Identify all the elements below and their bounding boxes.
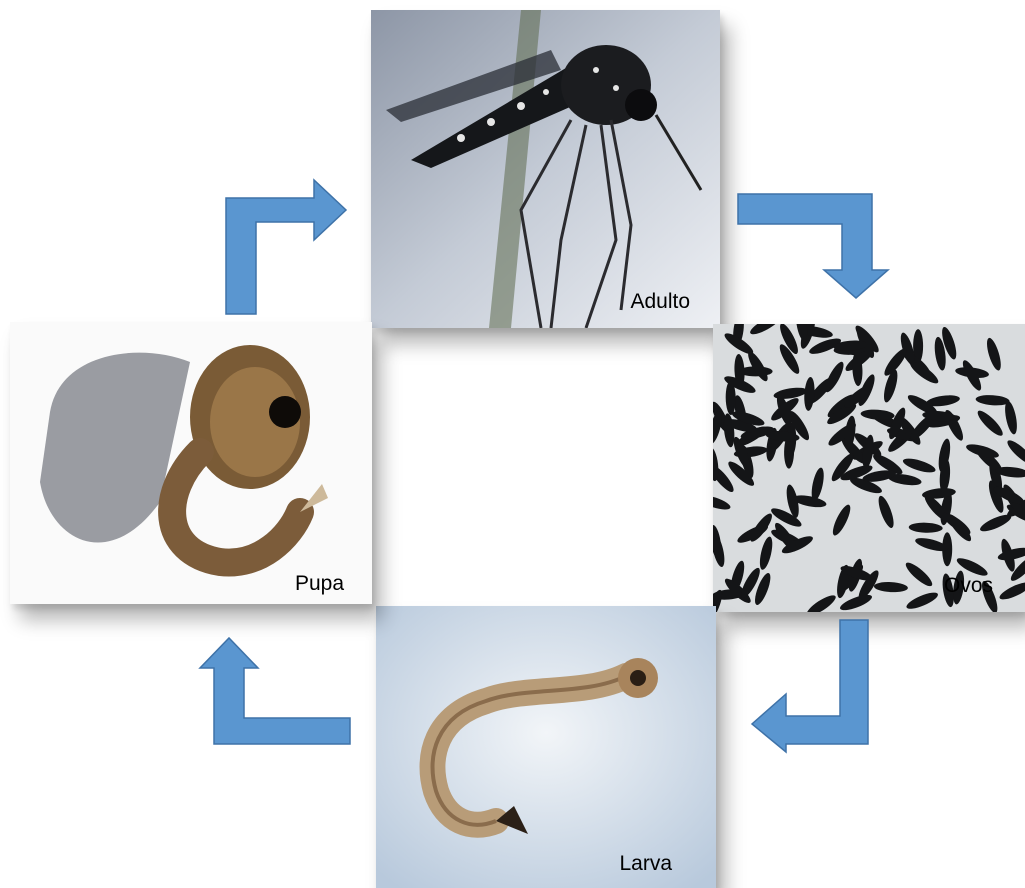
arrow-ovos-to-larva bbox=[752, 620, 868, 752]
photo-panel-ovos: Ovos bbox=[713, 324, 1025, 612]
stage-label-adulto: Adulto bbox=[630, 291, 690, 312]
arrow-adulto-to-ovos bbox=[738, 194, 888, 298]
photo-panel-pupa: Pupa bbox=[10, 322, 372, 604]
stage-label-ovos: Ovos bbox=[944, 575, 993, 596]
arrow-pupa-to-adulto bbox=[226, 180, 346, 314]
photo-panel-larva: Larva bbox=[376, 606, 716, 888]
stage-label-larva: Larva bbox=[619, 853, 672, 874]
mosquito-pupa-photo bbox=[10, 322, 372, 604]
mosquito-eggs-photo bbox=[713, 324, 1025, 612]
adult-mosquito-photo bbox=[371, 10, 720, 328]
photo-panel-adulto: Adulto bbox=[371, 10, 720, 328]
arrow-larva-to-pupa bbox=[200, 638, 350, 744]
mosquito-larva-photo bbox=[376, 606, 716, 888]
stage-label-pupa: Pupa bbox=[295, 573, 344, 594]
